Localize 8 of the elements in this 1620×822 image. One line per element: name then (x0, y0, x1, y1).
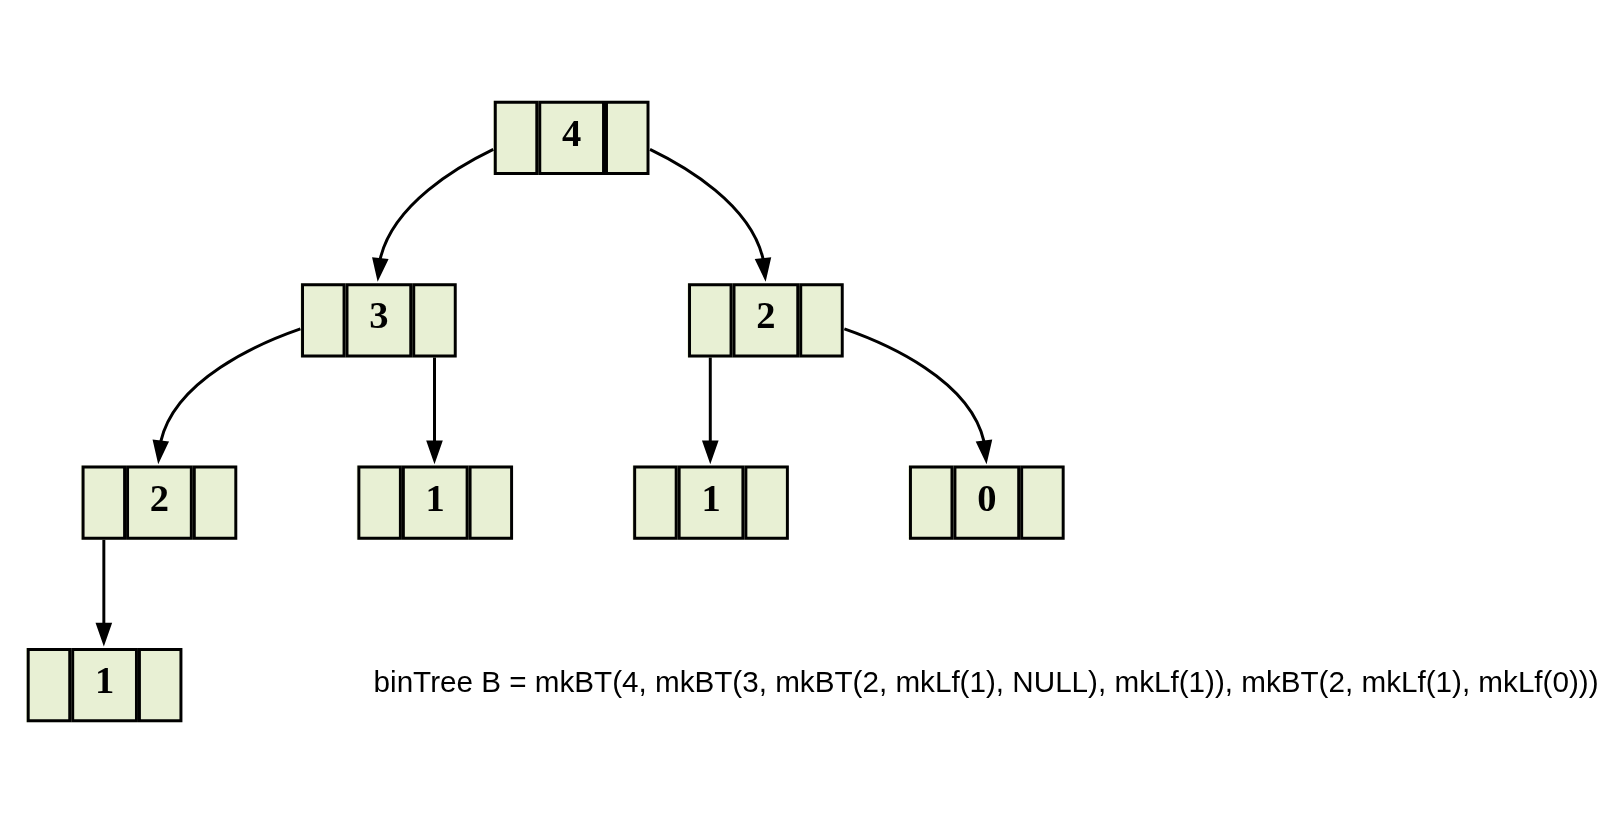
arrow (95, 539, 113, 647)
arrow (426, 357, 443, 464)
arrow (649, 147, 772, 282)
arrow (372, 147, 494, 282)
arrow (843, 327, 993, 464)
arrow (701, 357, 719, 464)
label: binTree B = mkBT(4, mkBT(3, mkBT(2, mkLf(1), NULL), mkLf(1)), mkBT(2, mkLf(1), mkLf(0))) (373, 664, 1599, 698)
arrow (152, 327, 301, 464)
